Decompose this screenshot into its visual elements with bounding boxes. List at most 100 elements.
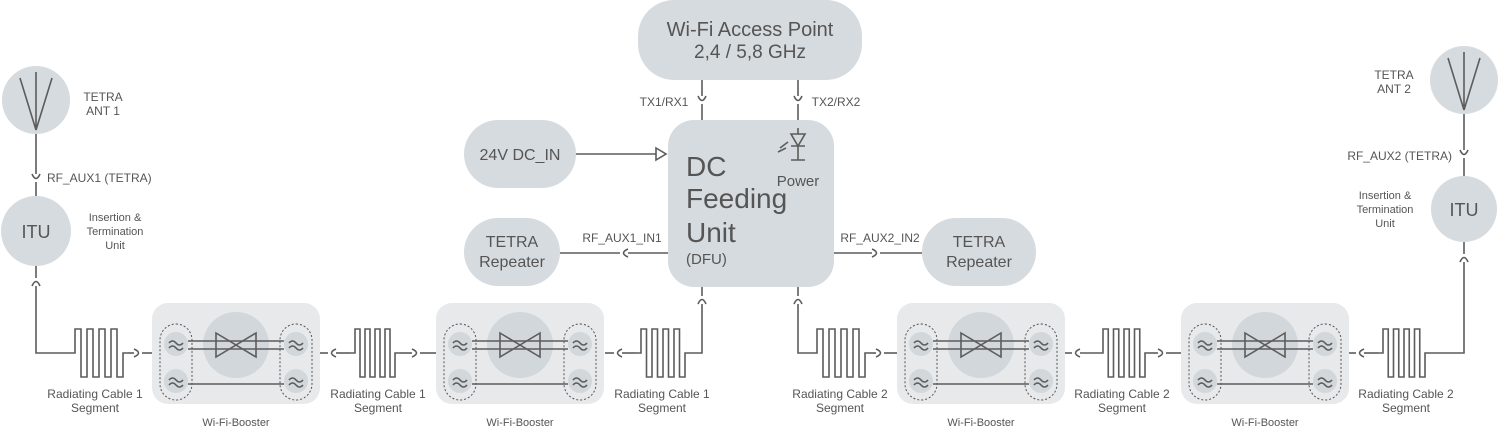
itu-right-desc1: Insertion & — [1359, 190, 1412, 202]
repeater-2-line1: TETRA — [953, 234, 1006, 251]
repeater-1-line2: Repeater — [479, 254, 545, 271]
connector-icon — [1157, 348, 1164, 358]
filter-bank — [1308, 323, 1342, 401]
connector-icon — [411, 348, 418, 358]
wifi-booster-1 — [152, 303, 320, 404]
amplifier-icon — [499, 331, 522, 359]
rf-aux1-in1-label: RF_AUX1_IN1 — [582, 231, 662, 245]
wifi-booster-4 — [1181, 303, 1349, 404]
filter-bank — [443, 323, 477, 401]
itu-right-desc2: Termination — [1357, 204, 1414, 216]
itu-right-desc3: Unit — [1375, 218, 1395, 230]
itu-left — [1, 196, 71, 266]
ap-title-label: Wi-Fi Access Point — [667, 19, 834, 41]
ant1-line2: ANT 1 — [86, 104, 120, 118]
cable-label-4-line1: Radiating Cable 2 — [792, 387, 888, 401]
rf-aux2-label: RF_AUX2 (TETRA) — [1347, 149, 1452, 163]
signal-path — [472, 340, 568, 385]
itu-right-label: ITU — [1450, 200, 1479, 220]
connector-icon — [1358, 348, 1365, 358]
filter-bank — [159, 323, 193, 401]
cable-label-1-line1: Radiating Cable 1 — [47, 387, 143, 401]
amplifier-icon — [960, 331, 983, 359]
connector-icon — [31, 280, 41, 287]
filter-icon — [288, 377, 304, 388]
booster-label-4: Wi-Fi-Booster — [1231, 417, 1299, 427]
antenna-icon — [19, 72, 53, 131]
blocks — [1, 0, 1498, 404]
itu-left-label: ITU — [22, 222, 51, 242]
filter-icon — [288, 340, 304, 351]
amplifier-icon — [215, 331, 238, 359]
ant2-line1: TETRA — [1374, 68, 1413, 82]
radiating-cable — [636, 328, 690, 378]
repeater-2-line2: Repeater — [946, 254, 1012, 271]
itu-left-desc2: Termination — [87, 226, 144, 238]
connector-icon — [616, 348, 623, 358]
ant1-line1: TETRA — [83, 90, 122, 104]
signal-path — [933, 340, 1029, 385]
tx1-label: TX1/RX1 — [640, 95, 689, 109]
led-rays — [777, 141, 789, 153]
booster-label-3: Wi-Fi-Booster — [947, 417, 1015, 427]
wire — [1430, 262, 1465, 354]
connector-icon — [330, 348, 337, 358]
radiating-cable — [1098, 328, 1150, 378]
access-point-block — [638, 0, 862, 80]
connector-icon — [1459, 256, 1469, 263]
filter-icon — [572, 377, 588, 388]
filter-icon — [452, 377, 468, 388]
booster-label-2: Wi-Fi-Booster — [486, 417, 554, 427]
radiating-cable — [812, 328, 870, 378]
filter-icon — [1197, 377, 1213, 388]
tetra-repeater-1 — [464, 218, 560, 286]
cable-label-6-line1: Radiating Cable 2 — [1358, 387, 1454, 401]
dfu-title-line2: Feeding — [686, 183, 787, 214]
antenna-icon — [1447, 52, 1481, 111]
amplifier-icon — [979, 331, 1002, 359]
amplifier-icon — [518, 331, 541, 359]
itu-left-desc1: Insertion & — [89, 212, 142, 224]
amplifier-icon — [234, 331, 257, 359]
filter-icon — [452, 340, 468, 351]
cable-label-4-line2: Segment — [816, 401, 865, 415]
cable-label-5-line1: Radiating Cable 2 — [1074, 387, 1170, 401]
filter-icon — [913, 340, 929, 351]
signal-path — [188, 340, 284, 385]
ant2-line2: ANT 2 — [1377, 82, 1411, 96]
filter-icon — [1197, 340, 1213, 351]
connector-icon — [1074, 348, 1081, 358]
connector-icon — [1459, 149, 1469, 156]
connector-icon — [875, 348, 882, 358]
filter-icon — [1033, 340, 1049, 351]
arrow-icon — [655, 146, 668, 162]
tetra-repeater-2 — [922, 218, 1036, 286]
radiating-cable — [70, 328, 128, 378]
filter-icon — [1317, 377, 1333, 388]
filter-icon — [168, 340, 184, 351]
signal-path — [1217, 340, 1313, 385]
dc-in-label: 24V DC_IN — [480, 147, 561, 164]
filter-icon — [168, 377, 184, 388]
connector-icon — [31, 173, 41, 180]
connector-icon — [793, 298, 803, 305]
filter-bank — [563, 323, 597, 401]
connector-icon — [697, 95, 707, 102]
dfu-block — [668, 120, 834, 287]
wire — [35, 286, 70, 354]
radiating-cable — [350, 328, 400, 378]
dfu-title-line3: Unit — [686, 217, 736, 248]
wifi-booster-2 — [436, 303, 604, 404]
filter-bank — [904, 323, 938, 401]
ap-band-label: 2,4 / 5,8 GHz — [694, 42, 806, 63]
filter-icon — [1317, 340, 1333, 351]
cable-label-1-line2: Segment — [71, 401, 120, 415]
connector-icon — [697, 298, 707, 305]
booster-label-1: Wi-Fi-Booster — [202, 417, 270, 427]
connector-icon — [622, 248, 629, 258]
wire — [797, 304, 812, 354]
connector-icon — [133, 348, 140, 358]
filter-bank — [279, 323, 313, 401]
cable-label-2-line1: Radiating Cable 1 — [330, 387, 426, 401]
